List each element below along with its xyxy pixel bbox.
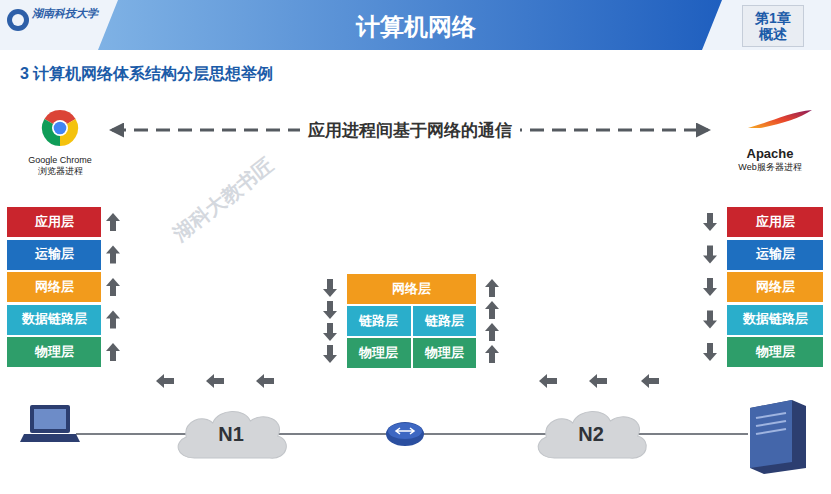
- protocol-layer: 物理层: [413, 338, 477, 368]
- flow-arrow: [106, 213, 120, 231]
- protocol-layer: 网络层: [727, 272, 823, 302]
- server-process: ApacheWeb服务器进程: [712, 104, 828, 174]
- protocol-layer: 网络层: [347, 274, 476, 304]
- server-icon: [750, 400, 806, 474]
- flow-arrows: [106, 213, 717, 388]
- protocol-layer: 链路层: [413, 306, 477, 336]
- flow-arrow: [703, 311, 717, 329]
- flow-arrow: [106, 343, 120, 361]
- protocol-layer: 运输层: [7, 240, 101, 270]
- flow-arrow: [323, 345, 337, 363]
- protocol-layer: 应用层: [7, 207, 101, 237]
- node-text: N1: [218, 423, 244, 446]
- university-logo: [12, 14, 24, 26]
- node-text: 物理层: [425, 346, 464, 361]
- flow-arrow: [703, 278, 717, 296]
- apache-feather: [748, 110, 812, 128]
- protocol-layer: 运输层: [727, 240, 823, 270]
- connector-label: 应用进程间基于网络的通信: [300, 119, 520, 142]
- flow-arrow: [485, 345, 499, 363]
- flow-arrow: [323, 301, 337, 319]
- node-text: 物理层: [756, 345, 795, 360]
- chapter-badge: 第1章概述: [742, 5, 804, 47]
- flow-arrow: [106, 278, 120, 296]
- node-text: 物理层: [359, 346, 398, 361]
- network-cloud: N1: [170, 404, 292, 464]
- node-text: Apache: [747, 147, 794, 162]
- header-ground: [0, 0, 831, 50]
- protocol-layer: 物理层: [347, 338, 411, 368]
- node-text: 浏览器进程: [38, 166, 83, 176]
- protocol-layer: 物理层: [7, 337, 101, 367]
- flow-arrow: [485, 323, 499, 341]
- node-text: 链路层: [425, 314, 464, 329]
- node-text: 运输层: [756, 247, 795, 262]
- flow-arrow: [323, 279, 337, 297]
- chrome-icon: [42, 110, 78, 146]
- node-text: 数据链路层: [743, 312, 808, 327]
- watermark: 湖科大教书匠: [168, 152, 279, 247]
- protocol-layer: 链路层: [347, 306, 411, 336]
- node-text: 第1章: [755, 10, 791, 26]
- protocol-layer: 网络层: [7, 272, 101, 302]
- node-text: 概述: [759, 26, 787, 42]
- flow-arrow: [256, 374, 274, 388]
- flow-arrow: [106, 311, 120, 329]
- flow-arrow: [539, 374, 557, 388]
- network-cloud: N2: [530, 404, 652, 464]
- protocol-layer: 数据链路层: [7, 305, 101, 335]
- node-text: 网络层: [756, 280, 795, 295]
- flow-arrow: [641, 374, 659, 388]
- flow-arrow: [485, 301, 499, 319]
- laptop-icon: [20, 405, 80, 442]
- node-text: 链路层: [359, 314, 398, 329]
- university-name: 湖南科技大学: [32, 6, 98, 21]
- protocol-layer: 物理层: [727, 337, 823, 367]
- flow-arrow: [703, 213, 717, 231]
- node-text: 数据链路层: [22, 312, 87, 327]
- node-text: 应用层: [756, 215, 795, 230]
- node-text: Web服务器进程: [738, 162, 801, 172]
- node-text: Google Chrome: [28, 155, 92, 165]
- node-text: 运输层: [35, 247, 74, 262]
- node-text: 应用层: [35, 215, 74, 230]
- flow-arrow: [106, 246, 120, 264]
- browser-process: Google Chrome浏览器进程: [12, 104, 108, 178]
- page-title: 计算机网络: [0, 11, 831, 43]
- flow-arrow: [703, 246, 717, 264]
- flow-arrow: [589, 374, 607, 388]
- flow-arrow: [323, 323, 337, 341]
- protocol-layer: 数据链路层: [727, 305, 823, 335]
- section-heading: 3 计算机网络体系结构分层思想举例: [20, 64, 273, 85]
- router-icon: [386, 422, 424, 446]
- university-logo: [7, 9, 29, 31]
- flow-arrow: [703, 343, 717, 361]
- protocol-layer: 应用层: [727, 207, 823, 237]
- flow-arrow: [206, 374, 224, 388]
- node-text: 网络层: [392, 282, 431, 297]
- flow-arrow: [156, 374, 174, 388]
- node-text: N2: [578, 423, 604, 446]
- flow-arrow: [485, 279, 499, 297]
- node-text: 网络层: [35, 280, 74, 295]
- node-text: 物理层: [35, 345, 74, 360]
